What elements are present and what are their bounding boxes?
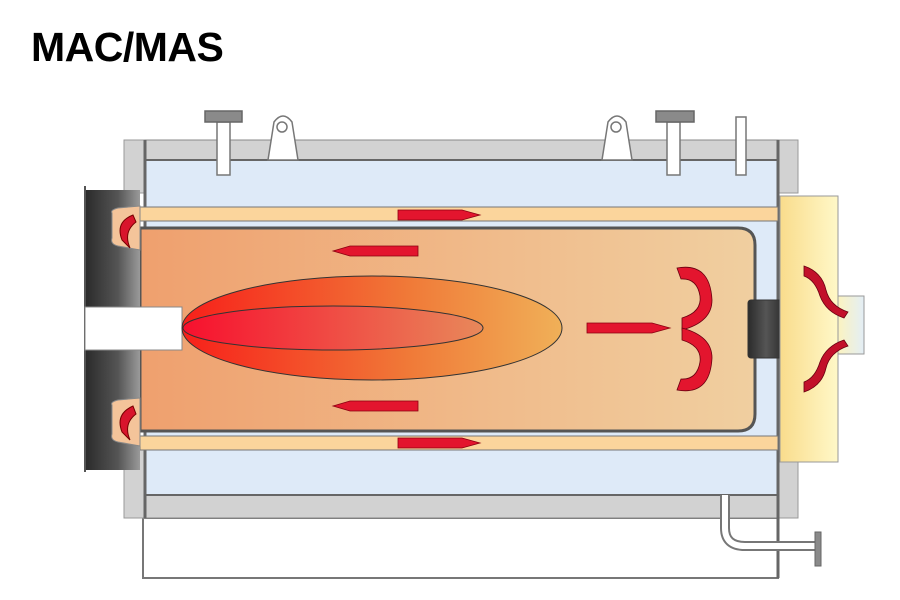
lifting-lug-right (601, 115, 633, 161)
drain-pipe (720, 495, 822, 567)
flow-arrow-right-lower-tube (397, 437, 482, 449)
flow-arrow-left-upper (331, 245, 419, 257)
lifting-lug-left (267, 115, 299, 161)
valve-left (216, 121, 231, 176)
rear-opening (747, 299, 785, 359)
flow-arrow-right-center (586, 322, 672, 334)
flow-arrow-right-upper-tube (397, 209, 482, 221)
base-frame (142, 517, 779, 579)
diagram-title: MAC/MAS (31, 24, 224, 70)
top-fixtures (204, 110, 747, 176)
vent-pipe (735, 116, 747, 176)
flame-core (182, 305, 484, 351)
rear-chamber (779, 195, 839, 463)
flow-arrow-left-lower (331, 400, 419, 412)
reversal-arrows (676, 265, 849, 393)
valve-right (666, 121, 681, 176)
burner (84, 306, 183, 351)
